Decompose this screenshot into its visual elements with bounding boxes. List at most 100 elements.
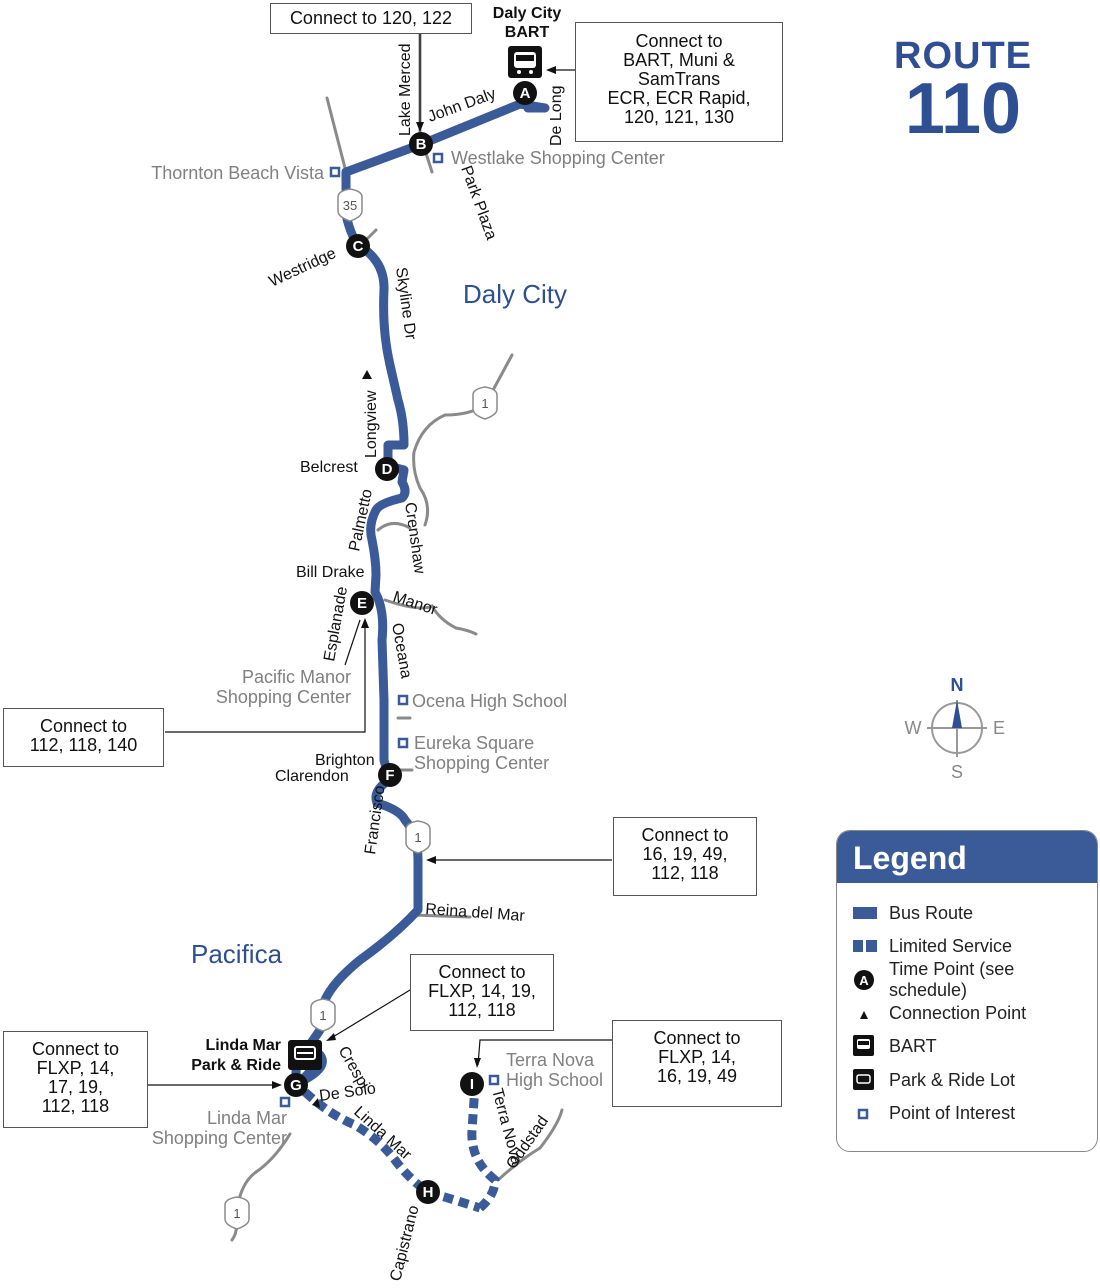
- street-manor: Manor: [391, 589, 440, 619]
- street-reina-del-mar: Reina del Mar: [425, 901, 526, 925]
- route-number: 110: [904, 69, 1022, 149]
- svg-text:C: C: [353, 238, 364, 255]
- road-highway-1-north: [412, 353, 514, 527]
- shield-1-mid: 1: [405, 820, 431, 854]
- city-label-daly-city: Daly City: [463, 279, 567, 309]
- compass-rose: N E S W: [905, 675, 1006, 782]
- street-lake-merced: Lake Merced: [397, 44, 414, 137]
- time-point-b: B: [409, 132, 433, 156]
- route-word: ROUTE: [894, 35, 1032, 77]
- legend-item-bart: BART: [853, 1033, 937, 1059]
- svg-text:A: A: [520, 85, 531, 102]
- street-oceana: Oceana: [388, 622, 414, 680]
- poi-thornton-beach-vista: Thornton Beach Vista: [151, 163, 325, 183]
- legend-panel: Legend Bus Route Limited Service A Time …: [836, 830, 1098, 1152]
- legend-item-park-ride: Park & Ride Lot: [853, 1067, 1015, 1093]
- street-westridge: Westridge: [267, 245, 339, 291]
- connection-point-desolo: [312, 1098, 320, 1108]
- street-francisco: Francisco: [362, 784, 389, 855]
- poi-ocena-high-school: Ocena High School: [412, 691, 567, 711]
- poi-markers: [279, 152, 500, 1108]
- shield-1-pacifica: 1: [310, 998, 336, 1032]
- shield-35: 35: [337, 188, 363, 222]
- callout-lines: [148, 34, 612, 1086]
- city-labels: Daly City Pacifica: [191, 279, 567, 969]
- street-longview: Longview: [363, 390, 380, 458]
- city-label-pacifica: Pacifica: [191, 939, 283, 969]
- street-park-plaza: Park Plaza: [457, 164, 499, 243]
- street-belcrest: Belcrest: [300, 459, 358, 476]
- svg-text:1: 1: [233, 1206, 240, 1221]
- street-crenshaw: Crenshaw: [401, 501, 428, 575]
- time-point-f: F: [378, 763, 402, 787]
- limited-service-line-icon: [853, 940, 877, 952]
- legend-item-limited-service: Limited Service: [853, 933, 1012, 959]
- limited-service-linda-mar: [301, 1088, 482, 1213]
- poi-icon: [857, 1108, 869, 1120]
- svg-text:D: D: [382, 461, 393, 478]
- road-oddstad: [496, 1108, 564, 1182]
- street-de-long: De Long: [548, 86, 565, 147]
- time-point-h: H: [416, 1180, 440, 1204]
- park-ride-icon: [853, 1069, 874, 1090]
- time-point-c: C: [346, 234, 370, 258]
- svg-text:A: A: [859, 973, 869, 988]
- svg-text:B: B: [416, 136, 427, 153]
- connection-point-longview: [362, 370, 372, 379]
- time-point-i: I: [460, 1072, 484, 1096]
- svg-text:S: S: [951, 762, 963, 782]
- svg-text:F: F: [385, 767, 394, 784]
- legend-item-bus-route: Bus Route: [853, 900, 973, 926]
- svg-text:35: 35: [343, 198, 357, 213]
- poi-labels: Thornton Beach Vista Westlake Shopping C…: [151, 148, 665, 1148]
- route-title: ROUTE 110: [894, 35, 1032, 149]
- connection-box-b: Connect to 120, 122: [270, 3, 472, 34]
- time-points: A B C D E F G H I: [284, 81, 537, 1204]
- svg-text:1: 1: [414, 830, 421, 845]
- svg-text:I: I: [470, 1076, 474, 1093]
- road-westridge-stub: [366, 228, 378, 240]
- highway-shields: 35 1 1 1 1: [224, 188, 498, 1230]
- street-bill-drake: Bill Drake: [296, 564, 365, 581]
- compass-north-arrow-icon: [952, 700, 962, 728]
- poi-westlake-shopping-center: Westlake Shopping Center: [451, 148, 665, 168]
- svg-text:H: H: [423, 1184, 434, 1201]
- time-point-d: D: [375, 457, 399, 481]
- street-capistrano: Capistrano: [387, 1204, 422, 1283]
- time-point-icon: A: [854, 970, 874, 990]
- svg-text:N: N: [951, 675, 964, 695]
- street-skyline-dr: Skyline Dr: [392, 266, 419, 341]
- road-highway-1-south: [230, 1132, 292, 1242]
- park-ride-marker: [288, 1040, 322, 1070]
- time-point-g: G: [284, 1073, 308, 1097]
- road-manor: [383, 598, 478, 636]
- legend-item-connection-point: Connection Point: [853, 1000, 1026, 1026]
- legend-item-time-point: A Time Point (see schedule): [853, 959, 1097, 1000]
- bart-station-marker: [508, 46, 542, 78]
- svg-text:W: W: [905, 718, 922, 738]
- callout-arrowheads: [272, 66, 556, 1108]
- bart-icon: [853, 1035, 874, 1056]
- svg-text:1: 1: [319, 1008, 326, 1023]
- limited-service-lines: [301, 1085, 500, 1213]
- svg-text:E: E: [993, 718, 1005, 738]
- shield-1-south: 1: [224, 1196, 250, 1230]
- street-clarendon: Clarendon: [275, 768, 349, 785]
- road-palmetto-loop: [376, 522, 412, 532]
- svg-text:G: G: [290, 1077, 302, 1094]
- connection-point-icon: [860, 1011, 868, 1019]
- time-point-e: E: [350, 591, 374, 615]
- time-point-a: A: [513, 81, 537, 105]
